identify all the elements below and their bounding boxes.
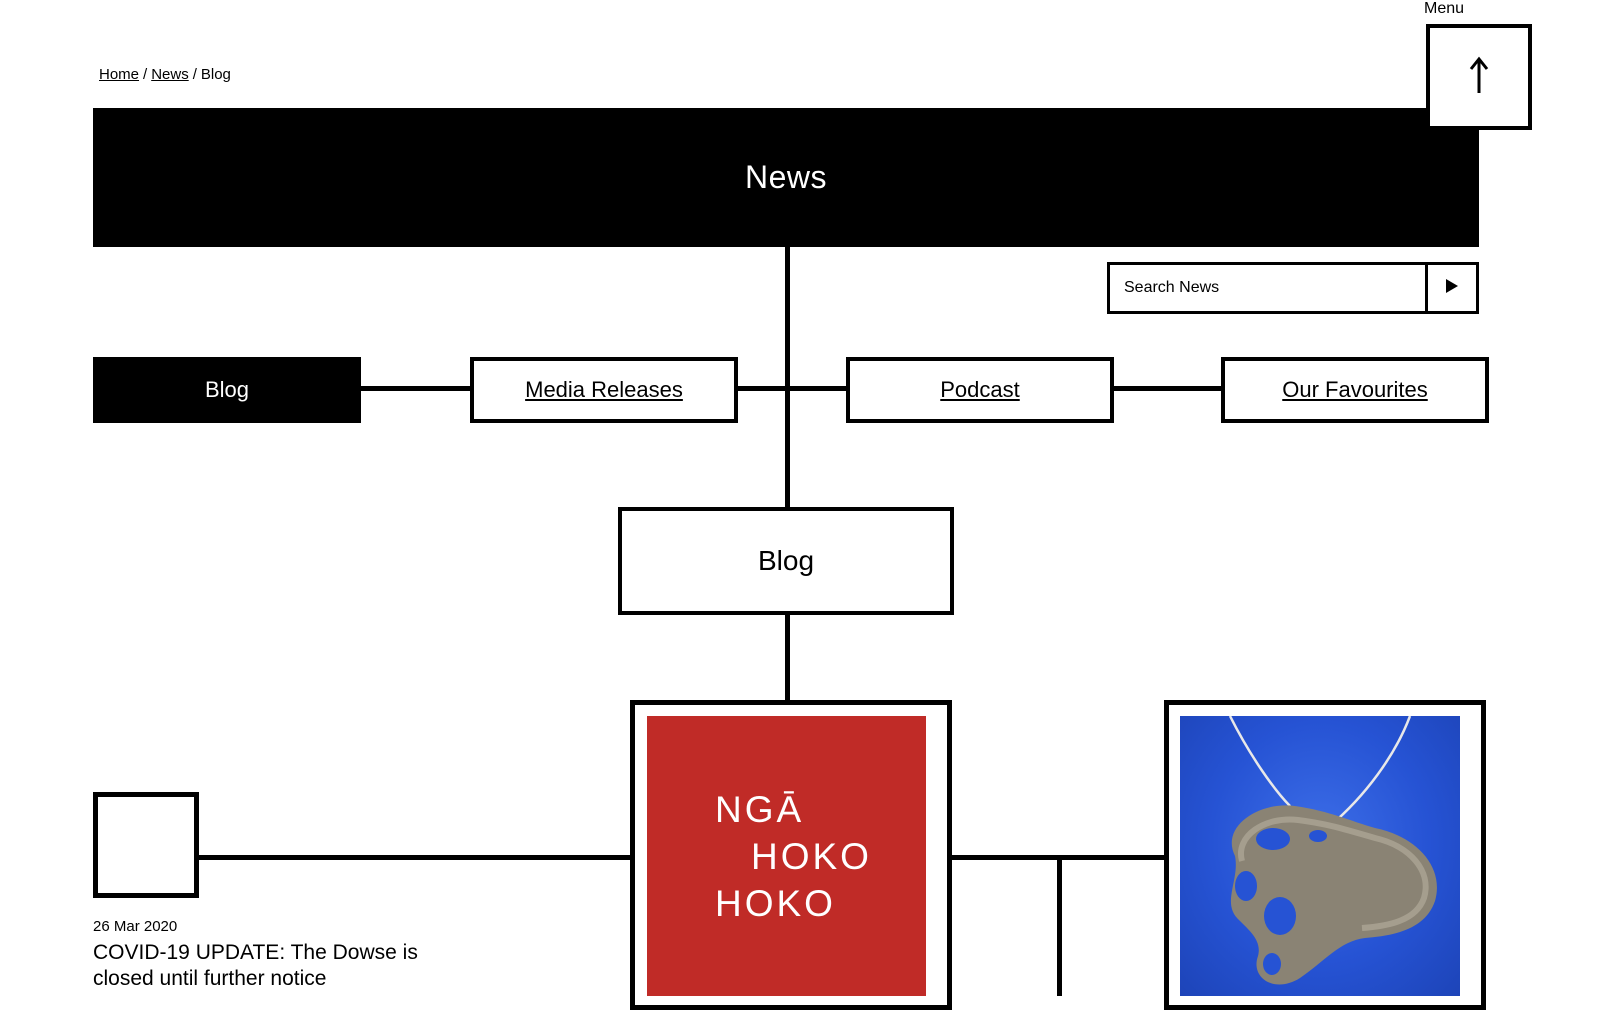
card-text-line-3: HOKO	[715, 883, 836, 924]
card-image-necklace[interactable]	[1180, 716, 1460, 996]
section-title: Blog	[757, 545, 815, 576]
menu-label: Menu	[1424, 0, 1465, 17]
breadcrumb: Home/News/Blog	[99, 66, 231, 83]
breadcrumb-separator: /	[192, 66, 197, 83]
card-image-nga-hoko-hoko[interactable]: NGĀ HOKO HOKO	[647, 716, 926, 996]
connector-blog-to-cards	[785, 615, 790, 705]
connector-cards-vertical	[1057, 855, 1062, 996]
post-headline-link[interactable]: COVID-19 UPDATE: The Dowse is closed unt…	[93, 941, 418, 990]
breadcrumb-current: Blog	[200, 66, 231, 83]
play-triangle-icon	[1444, 277, 1460, 300]
menu-button[interactable]	[1426, 24, 1532, 130]
card-text-line-1: NGĀ	[715, 789, 805, 830]
post-date: 26 Mar 2020	[93, 918, 178, 935]
tab-podcast[interactable]: Podcast	[846, 357, 1114, 423]
card-text-line-2: HOKO	[751, 836, 872, 877]
search-input[interactable]	[1110, 265, 1425, 311]
section-title-box: Blog	[618, 507, 954, 615]
tab-blog[interactable]: Blog	[93, 357, 361, 423]
post-thumbnail[interactable]	[93, 792, 199, 898]
tab-media-releases[interactable]: Media Releases	[470, 357, 738, 423]
breadcrumb-news-link[interactable]: News	[151, 66, 189, 83]
page-title-banner: News	[93, 108, 1479, 247]
tab-label: Blog	[204, 377, 250, 402]
connector-vertical-main	[785, 247, 790, 507]
tab-label: Media Releases	[525, 377, 683, 402]
page-title: News	[744, 159, 827, 195]
tab-label: Our Favourites	[1282, 377, 1428, 402]
search-submit-button[interactable]	[1425, 265, 1476, 311]
connector-tabs-horizontal	[360, 386, 1222, 391]
tab-our-favourites[interactable]: Our Favourites	[1221, 357, 1489, 423]
breadcrumb-home-link[interactable]: Home	[99, 66, 140, 83]
search-bar	[1107, 262, 1479, 314]
arrow-up-icon	[1467, 55, 1491, 100]
tab-label: Podcast	[940, 377, 1020, 402]
breadcrumb-separator: /	[143, 66, 148, 83]
necklace-image-icon	[1228, 716, 1437, 985]
